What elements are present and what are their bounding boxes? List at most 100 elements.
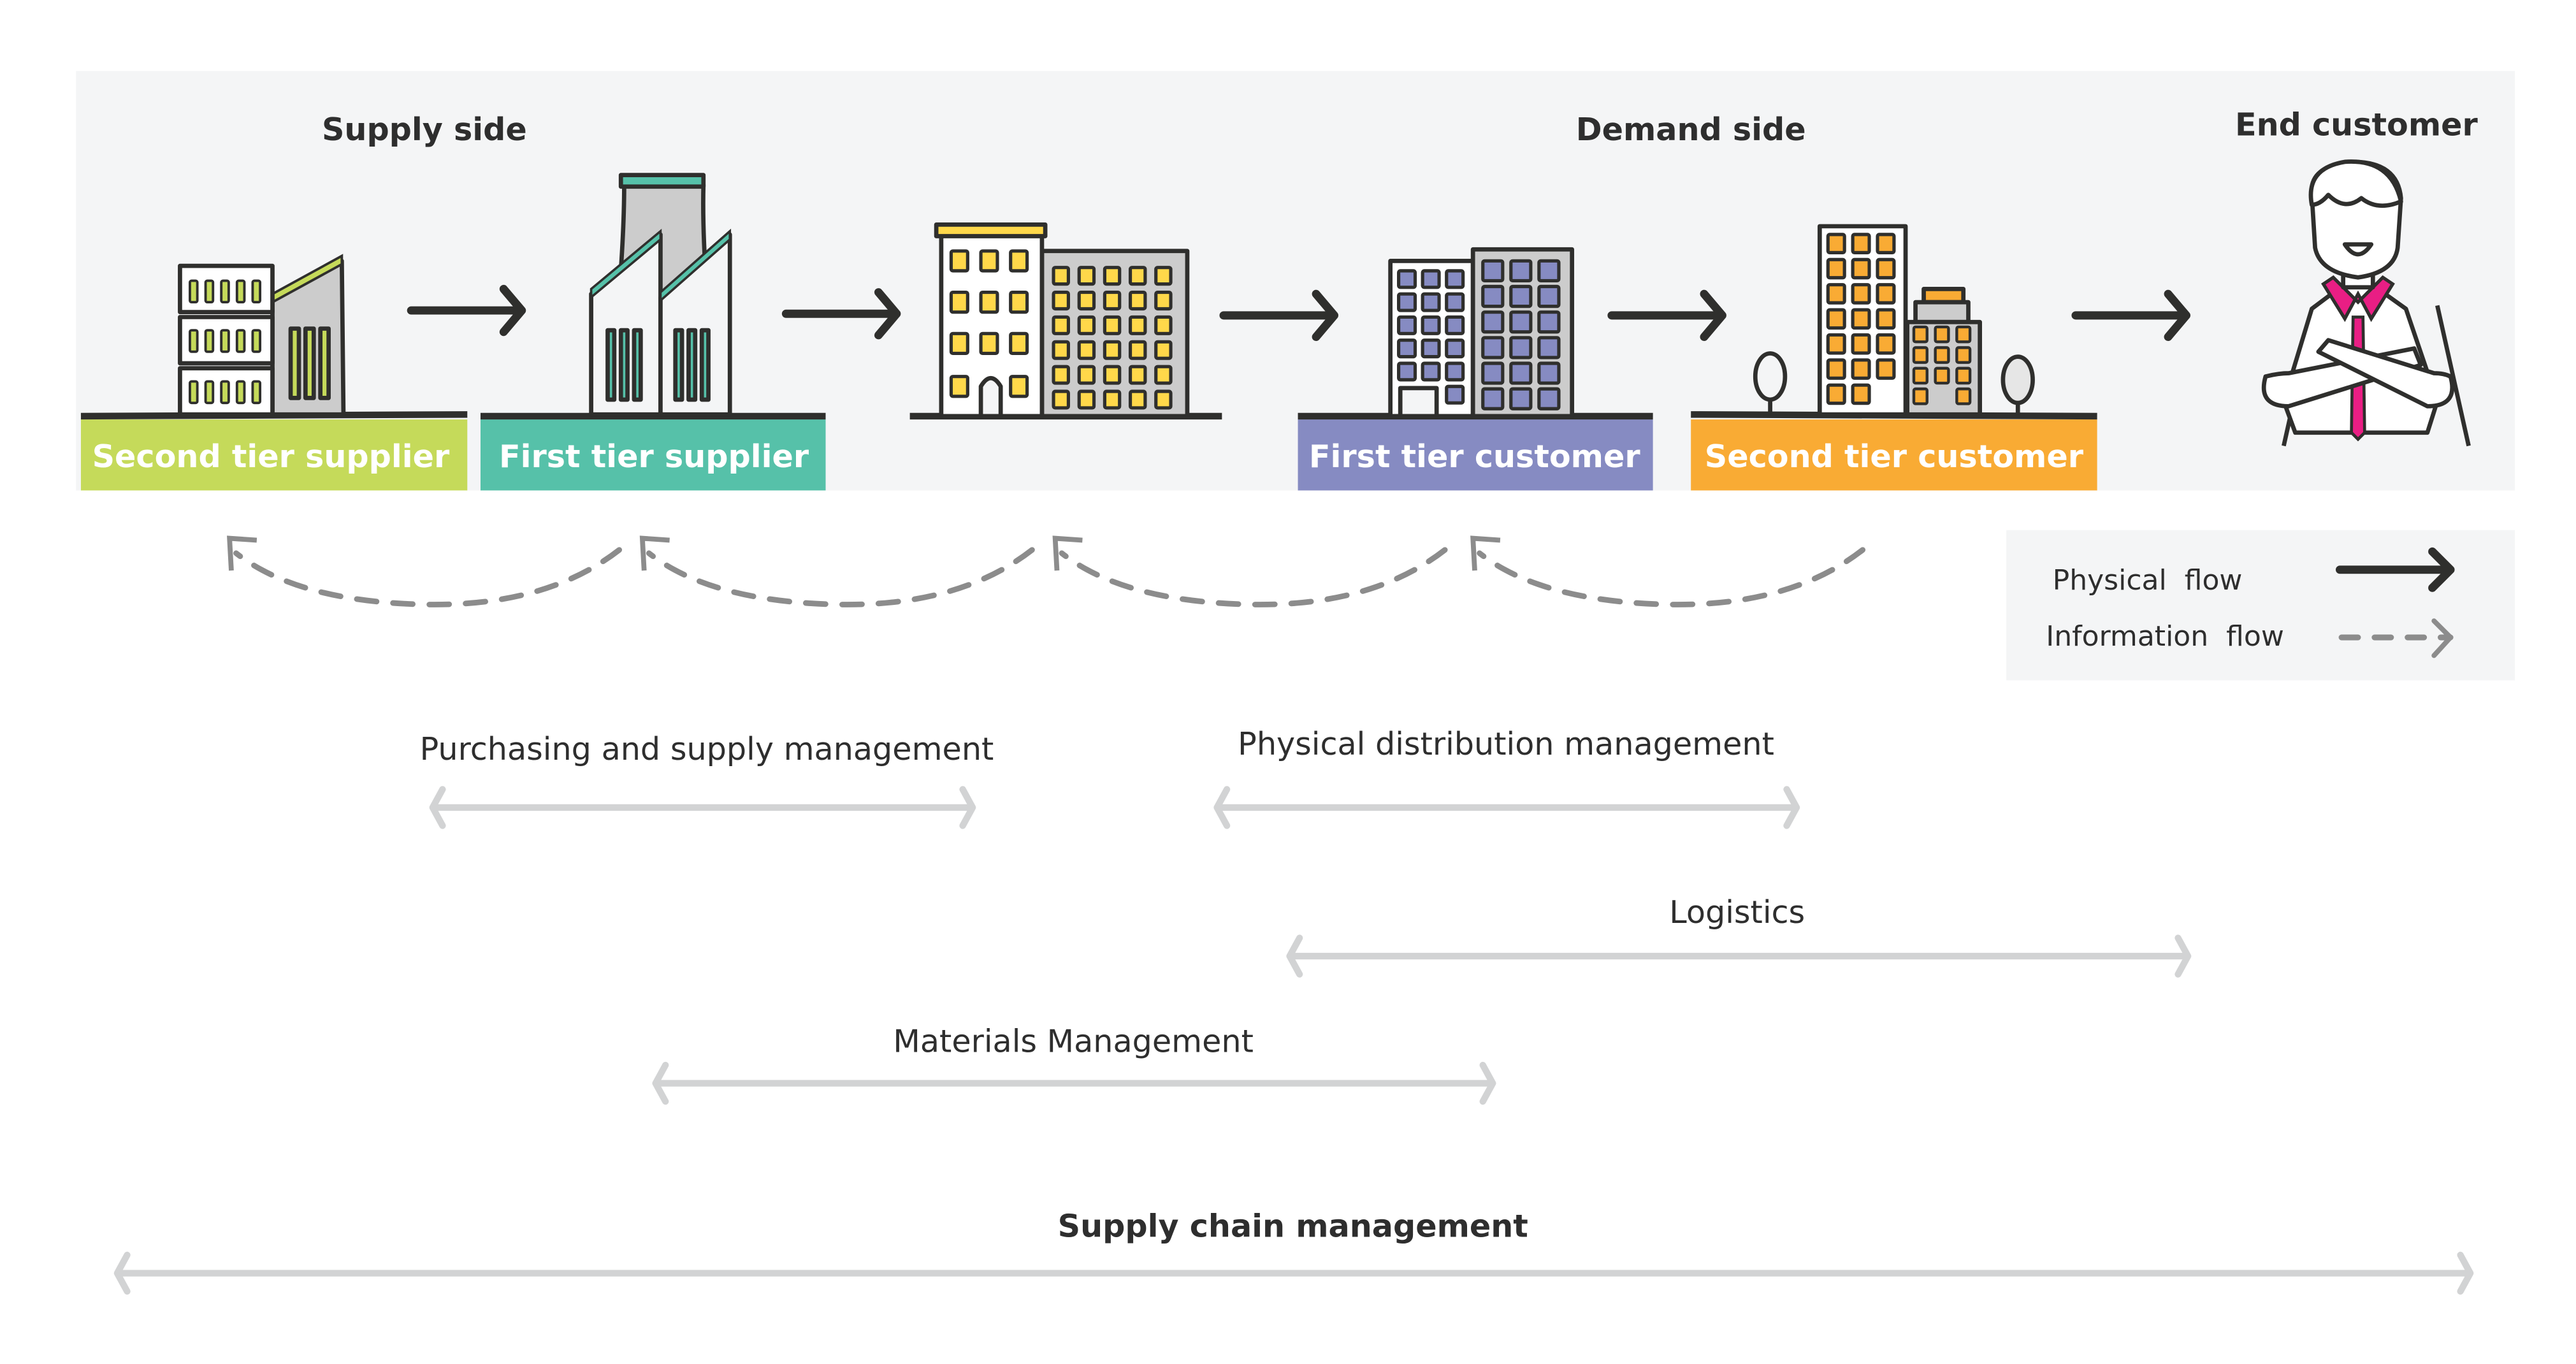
office-buildings-icon xyxy=(1298,247,1653,420)
range-label: Materials Management xyxy=(893,1022,1253,1059)
window xyxy=(1154,315,1173,335)
window xyxy=(1876,333,1896,355)
window xyxy=(1851,258,1871,280)
stage-bar-second-tier-supplier xyxy=(80,419,468,491)
factory-icon xyxy=(80,254,468,420)
building-windows xyxy=(1826,233,1972,405)
building-door xyxy=(1398,386,1439,419)
window xyxy=(204,329,215,353)
information-flow-arrowhead xyxy=(1052,535,1083,571)
stage-bar-second-tier-customer xyxy=(1691,419,2097,491)
window xyxy=(1912,325,1928,344)
person-arm xyxy=(2316,338,2455,409)
window xyxy=(1103,315,1122,335)
window xyxy=(1509,259,1533,283)
window xyxy=(1052,389,1070,410)
window xyxy=(1481,284,1505,308)
window xyxy=(189,329,199,353)
stage-label-first-tier-customer: First tier customer xyxy=(1298,419,1653,491)
range-materials-management: Materials Management xyxy=(652,1022,1496,1105)
window xyxy=(1934,325,1950,344)
window xyxy=(1955,366,1972,385)
information-flow-arc xyxy=(1059,547,1448,607)
window xyxy=(1509,387,1533,410)
window xyxy=(979,290,999,314)
information-flow-arrowhead xyxy=(639,535,670,571)
window xyxy=(1826,358,1846,380)
window xyxy=(1397,292,1417,312)
window xyxy=(1445,384,1465,405)
information-flow-arrows xyxy=(227,535,1866,607)
range-label: Logistics xyxy=(1669,894,1805,931)
window xyxy=(949,375,969,398)
tree-icon xyxy=(2001,354,2035,405)
plant-windows xyxy=(605,328,711,402)
window xyxy=(1421,292,1441,312)
window xyxy=(1445,315,1465,335)
information-flow-arrowhead xyxy=(1470,535,1501,571)
window xyxy=(979,331,999,356)
window xyxy=(1077,389,1096,410)
window xyxy=(1103,340,1122,360)
information-flow-arrowhead xyxy=(227,535,257,571)
window xyxy=(1421,315,1441,335)
window xyxy=(1876,283,1896,305)
window xyxy=(1826,383,1846,405)
range-physical-distribution-management: Physical distribution management xyxy=(1213,725,1800,829)
window xyxy=(235,380,246,405)
window xyxy=(1934,366,1950,385)
window xyxy=(1397,269,1417,289)
window xyxy=(1128,340,1147,360)
window xyxy=(189,380,199,405)
physical-flow-arrow xyxy=(781,288,901,340)
window xyxy=(1154,340,1173,360)
window xyxy=(949,331,969,356)
window xyxy=(1851,358,1871,380)
window xyxy=(1481,310,1505,334)
window xyxy=(1445,338,1465,359)
window xyxy=(1826,233,1846,254)
window xyxy=(1851,283,1871,305)
window xyxy=(1509,284,1533,308)
window xyxy=(1445,292,1465,312)
window xyxy=(1103,365,1122,385)
building-windows xyxy=(1397,259,1561,410)
information-flow-arc xyxy=(1477,547,1866,607)
factory-wing-windows xyxy=(288,326,331,400)
window xyxy=(1955,387,1972,405)
window xyxy=(1052,340,1070,360)
range-arrow xyxy=(429,786,976,829)
window xyxy=(1481,361,1505,385)
window xyxy=(220,279,230,304)
end-customer-title: End customer xyxy=(2235,106,2478,143)
physical-flow-arrow xyxy=(407,284,526,337)
window xyxy=(1421,338,1441,359)
window xyxy=(1537,387,1561,410)
legend-information-flow-arrowhead xyxy=(2431,618,2453,658)
physical-flow-arrow xyxy=(2071,289,2190,341)
range-logistics: Logistics xyxy=(1286,894,2192,978)
range-arrow xyxy=(1213,786,1800,829)
legend: Physical flow Information flow xyxy=(2006,530,2515,681)
window xyxy=(1103,389,1122,410)
window xyxy=(1509,361,1533,385)
stage-label-text: First tier supplier xyxy=(499,438,809,475)
window xyxy=(251,279,262,304)
window xyxy=(1537,336,1561,359)
legend-physical-flow-arrow xyxy=(2336,547,2455,592)
physical-flow-arrows xyxy=(407,284,2190,341)
window xyxy=(1934,346,1950,364)
window xyxy=(1537,284,1561,308)
physical-flow-arrow xyxy=(1607,289,1726,341)
window xyxy=(1851,383,1871,405)
window xyxy=(1509,310,1533,334)
window xyxy=(1912,366,1928,385)
power-plant-icon xyxy=(480,173,826,420)
window xyxy=(1397,315,1417,335)
information-flow-arc xyxy=(233,547,623,607)
window xyxy=(235,329,246,353)
information-flow-arc xyxy=(646,547,1035,607)
window xyxy=(1826,308,1846,330)
range-label: Physical distribution management xyxy=(1238,725,1774,762)
